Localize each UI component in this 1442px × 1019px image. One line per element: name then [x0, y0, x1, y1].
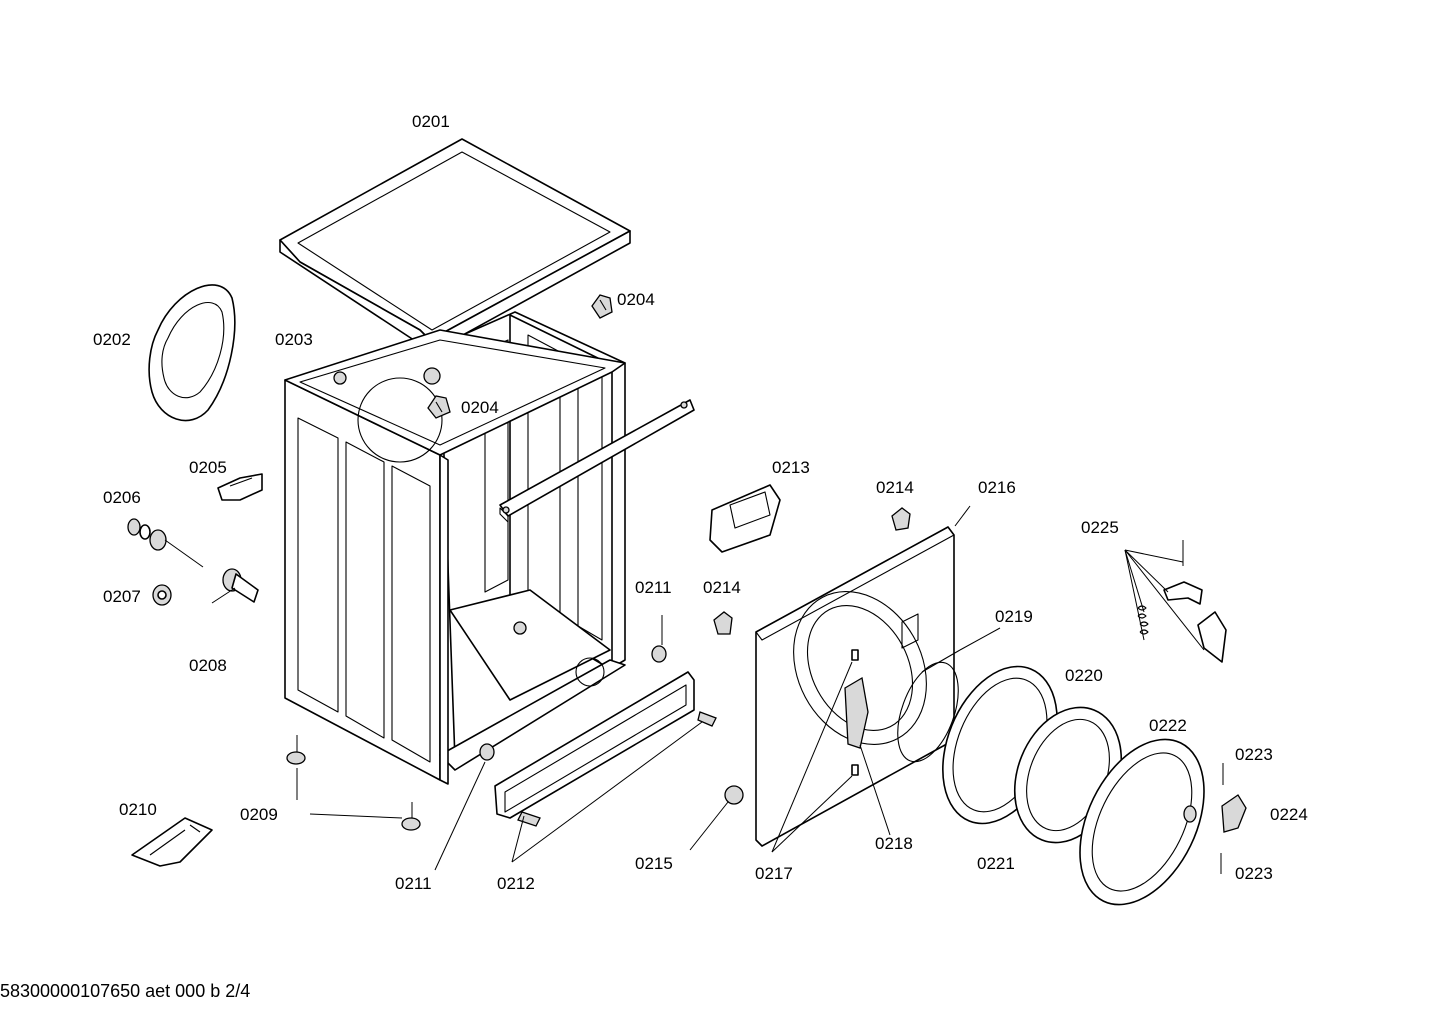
part-0209-foot-right[interactable]	[401, 802, 421, 831]
callout-0224: 0224	[1270, 805, 1308, 824]
part-0219-clamp[interactable]	[886, 649, 970, 770]
part-0209-foot-left[interactable]	[286, 735, 306, 765]
callout-0206: 0206	[103, 488, 141, 507]
part-0217-guide-a[interactable]	[851, 649, 859, 661]
callout-0225: 0225	[1081, 518, 1119, 537]
callout-0216: 0216	[978, 478, 1016, 497]
callout-0219: 0219	[995, 607, 1033, 626]
callout-0214-a: 0214	[876, 478, 914, 497]
callout-0215: 0215	[635, 854, 673, 873]
part-0222-door-ring[interactable]	[1055, 719, 1229, 925]
cross-beam[interactable]	[499, 399, 695, 523]
part-0206-bolt[interactable]	[127, 518, 204, 568]
part-0225-kit[interactable]	[1137, 540, 1227, 663]
document-code: 58300000107650 aet 000 b 2/4	[0, 981, 251, 1001]
part-0217-guide-b[interactable]	[851, 764, 859, 776]
callout-labels: 0201 0202 0203 0204 0204 0205 0206 0207 …	[93, 112, 1308, 893]
part-0204-clip-mid[interactable]	[427, 395, 451, 419]
part-0218-door-catch[interactable]	[844, 676, 869, 749]
callout-0208: 0208	[189, 656, 227, 675]
callout-0210: 0210	[119, 800, 157, 819]
callout-0203: 0203	[275, 330, 313, 349]
part-0205-bracket[interactable]	[217, 473, 263, 501]
callout-0201: 0201	[412, 112, 450, 131]
callout-0221: 0221	[977, 854, 1015, 873]
callout-0217: 0217	[755, 864, 793, 883]
part-0203-housing[interactable]	[284, 311, 626, 785]
part-0211-plug-b[interactable]	[479, 743, 495, 761]
part-0214-clip-b[interactable]	[713, 611, 733, 635]
callout-0207: 0207	[103, 587, 141, 606]
callout-0204-top: 0204	[617, 290, 655, 309]
part-0213-door-lock[interactable]	[709, 484, 781, 553]
callout-0202: 0202	[93, 330, 131, 349]
part-0214-clip-a[interactable]	[891, 507, 911, 531]
callout-0223-top: 0223	[1235, 745, 1273, 764]
part-0201-worktop[interactable]	[279, 138, 631, 353]
part-0224-hinge[interactable]	[1221, 794, 1247, 833]
callout-0214-b: 0214	[703, 578, 741, 597]
part-0210-plate[interactable]	[131, 817, 213, 867]
callout-0211-a: 0211	[635, 578, 672, 597]
callout-0212: 0212	[497, 874, 535, 893]
callout-0213: 0213	[772, 458, 810, 477]
callout-0222: 0222	[1149, 716, 1187, 735]
callout-0220: 0220	[1065, 666, 1103, 685]
part-0208-foot[interactable]	[222, 568, 259, 603]
callout-0205: 0205	[189, 458, 227, 477]
part-0212-base-strip[interactable]	[494, 671, 717, 827]
callout-0218: 0218	[875, 834, 913, 853]
part-0211-plug-a[interactable]	[651, 645, 667, 663]
callout-0223-bottom: 0223	[1235, 864, 1273, 883]
part-0204-clip-top[interactable]	[591, 294, 613, 319]
callout-0211-b: 0211	[395, 874, 432, 893]
part-0207-nut[interactable]	[152, 584, 172, 606]
leader-lines	[211, 505, 1205, 871]
callout-0204-mid: 0204	[461, 398, 499, 417]
callout-0209: 0209	[240, 805, 278, 824]
part-0202-rear-cover[interactable]	[148, 284, 236, 422]
part-0215-screw[interactable]	[724, 785, 744, 805]
